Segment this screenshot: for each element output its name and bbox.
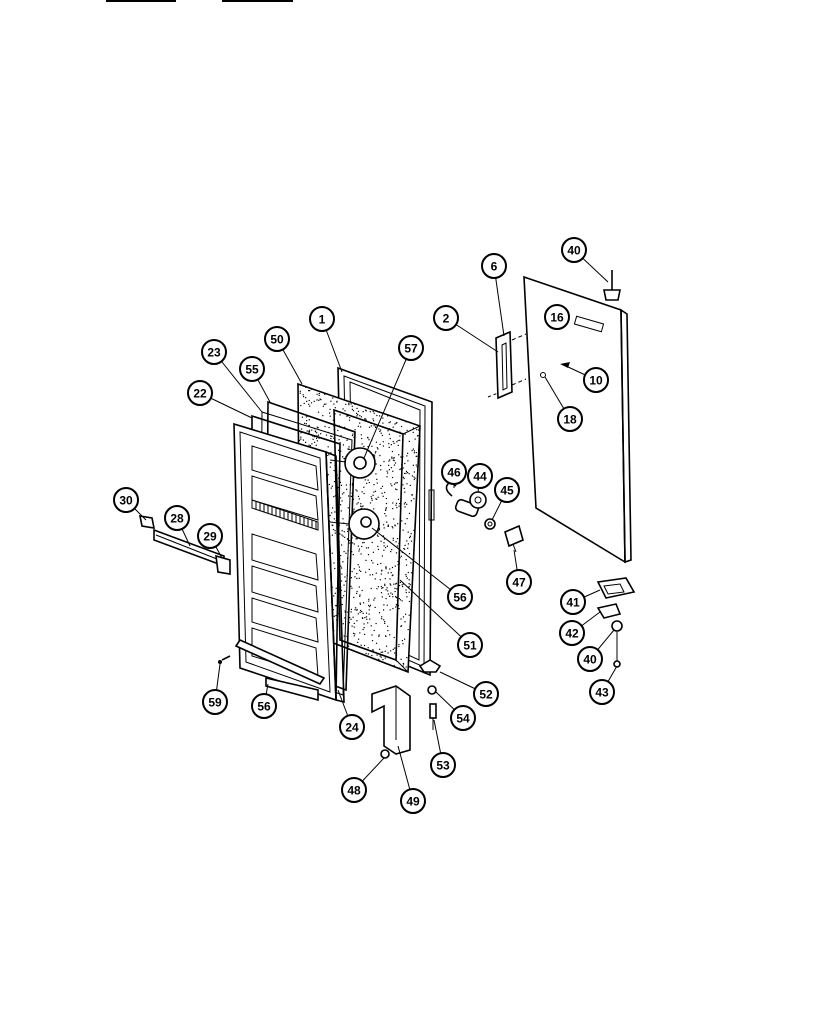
part-number: 54 bbox=[456, 712, 470, 726]
lower-hardware bbox=[371, 659, 442, 759]
part-callout-42: 42 bbox=[559, 620, 585, 646]
part-callout-59: 59 bbox=[202, 689, 228, 715]
part-callout-53: 53 bbox=[430, 752, 456, 778]
part-number: 24 bbox=[345, 721, 359, 735]
part-callout-47: 47 bbox=[506, 569, 532, 595]
screw-59 bbox=[218, 655, 231, 664]
part-number: 46 bbox=[447, 466, 461, 480]
part-number: 16 bbox=[550, 311, 564, 325]
part-number: 48 bbox=[347, 784, 361, 798]
shelf-grille bbox=[251, 499, 319, 531]
lower-hinge bbox=[596, 577, 636, 668]
part-callout-57: 57 bbox=[398, 335, 424, 361]
shelf-compartment bbox=[251, 475, 319, 521]
part-callout-54: 54 bbox=[450, 705, 476, 731]
part-callout-22: 22 bbox=[187, 380, 213, 406]
door-shelf-bar bbox=[138, 515, 231, 575]
part-callout-40: 40 bbox=[577, 646, 603, 672]
part-number: 29 bbox=[203, 530, 217, 544]
part-number: 52 bbox=[479, 688, 493, 702]
part-callout-29: 29 bbox=[197, 523, 223, 549]
lock-assembly bbox=[445, 481, 524, 553]
part-callout-24: 24 bbox=[339, 714, 365, 740]
part-number: 1 bbox=[319, 313, 326, 327]
part-callout-2: 2 bbox=[433, 305, 459, 331]
part-number: 44 bbox=[473, 470, 487, 484]
part-callout-43: 43 bbox=[589, 679, 615, 705]
part-callout-1: 1 bbox=[309, 306, 335, 332]
part-number: 53 bbox=[436, 759, 450, 773]
part-callouts: 1 2 6 10 16 18 22 23 24 28 29 30 40 40 41 42 43 44 45 46 47 4… bbox=[113, 237, 615, 814]
part-number: 28 bbox=[170, 512, 184, 526]
part-callout-55: 55 bbox=[239, 356, 265, 382]
part-number: 56 bbox=[453, 591, 467, 605]
part-number: 22 bbox=[193, 387, 207, 401]
part-number: 50 bbox=[270, 333, 284, 347]
part-number: 57 bbox=[404, 342, 418, 356]
part-callout-52: 52 bbox=[473, 681, 499, 707]
detail-circle-lower bbox=[329, 508, 380, 540]
part-callout-18: 18 bbox=[557, 406, 583, 432]
part-number: 23 bbox=[207, 346, 221, 360]
shelf-compartment bbox=[251, 445, 319, 491]
part-callout-48: 48 bbox=[341, 777, 367, 803]
part-number: 55 bbox=[245, 363, 259, 377]
part-callout-46: 46 bbox=[441, 459, 467, 485]
part-callout-40: 40 bbox=[561, 237, 587, 263]
part-callout-23: 23 bbox=[201, 339, 227, 365]
part-number: 18 bbox=[563, 413, 577, 427]
part-number: 40 bbox=[583, 653, 597, 667]
part-callout-49: 49 bbox=[400, 788, 426, 814]
part-number: 49 bbox=[406, 795, 420, 809]
door-liner bbox=[233, 422, 345, 704]
leader-line-51 bbox=[399, 579, 471, 646]
part-number: 51 bbox=[463, 639, 477, 653]
part-callout-44: 44 bbox=[467, 463, 493, 489]
shelf-compartment bbox=[251, 565, 319, 613]
part-number: 47 bbox=[512, 576, 526, 590]
part-number: 56 bbox=[257, 700, 271, 714]
part-callout-6: 6 bbox=[481, 253, 507, 279]
part-callout-41: 41 bbox=[560, 589, 586, 615]
detail-circle-upper bbox=[329, 447, 376, 479]
part-callout-30: 30 bbox=[113, 487, 139, 513]
leader-line-57 bbox=[363, 347, 412, 459]
part-callout-45: 45 bbox=[494, 477, 520, 503]
part-callout-10: 10 bbox=[583, 367, 609, 393]
part-number: 40 bbox=[567, 244, 581, 258]
part-number: 2 bbox=[443, 312, 450, 326]
part-callout-50: 50 bbox=[264, 326, 290, 352]
shelf-compartment bbox=[251, 597, 319, 643]
part-callout-56: 56 bbox=[251, 693, 277, 719]
part-number: 41 bbox=[566, 596, 580, 610]
part-callout-51: 51 bbox=[457, 632, 483, 658]
part-callout-16: 16 bbox=[544, 304, 570, 330]
part-callout-28: 28 bbox=[164, 505, 190, 531]
shelf-compartment bbox=[251, 533, 319, 581]
part-number: 45 bbox=[500, 484, 514, 498]
part-callout-56: 56 bbox=[447, 584, 473, 610]
part-number: 30 bbox=[119, 494, 133, 508]
part-number: 42 bbox=[565, 627, 579, 641]
part-number: 6 bbox=[491, 260, 498, 274]
part-number: 10 bbox=[589, 374, 603, 388]
door-handle bbox=[487, 330, 527, 400]
leader-line-56 bbox=[371, 527, 461, 598]
part-number: 59 bbox=[208, 696, 222, 710]
part-number: 43 bbox=[595, 686, 609, 700]
